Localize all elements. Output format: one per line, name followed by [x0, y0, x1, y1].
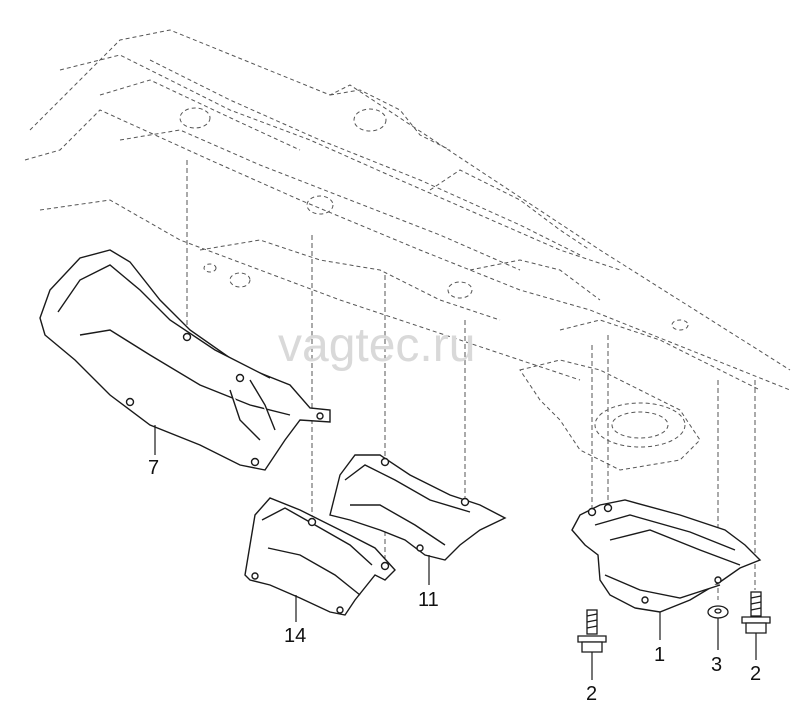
leader-lines — [154, 425, 757, 680]
callout-washer-3: 3 — [711, 654, 723, 676]
callout-heat-shield-14: 14 — [284, 625, 307, 647]
washer-3 — [707, 605, 729, 619]
vehicle-underbody — [24, 29, 791, 471]
bolt-right — [741, 591, 771, 634]
callout-heat-shield-7: 7 — [148, 457, 160, 479]
callout-bolt-right: 2 — [750, 663, 762, 685]
callout-bolt-left: 2 — [586, 683, 598, 705]
bolt-left — [577, 609, 607, 653]
watermark: vagtec.ru — [278, 319, 476, 372]
heat-shield-7 — [39, 249, 331, 471]
heat-shield-1 — [571, 499, 762, 613]
assembly-guide-lines — [186, 160, 756, 600]
heat-shield-11 — [329, 454, 507, 561]
callout-heat-shield-11: 11 — [418, 589, 439, 611]
heat-shield-14 — [244, 497, 396, 616]
callout-heat-shield-1: 1 — [654, 644, 666, 666]
